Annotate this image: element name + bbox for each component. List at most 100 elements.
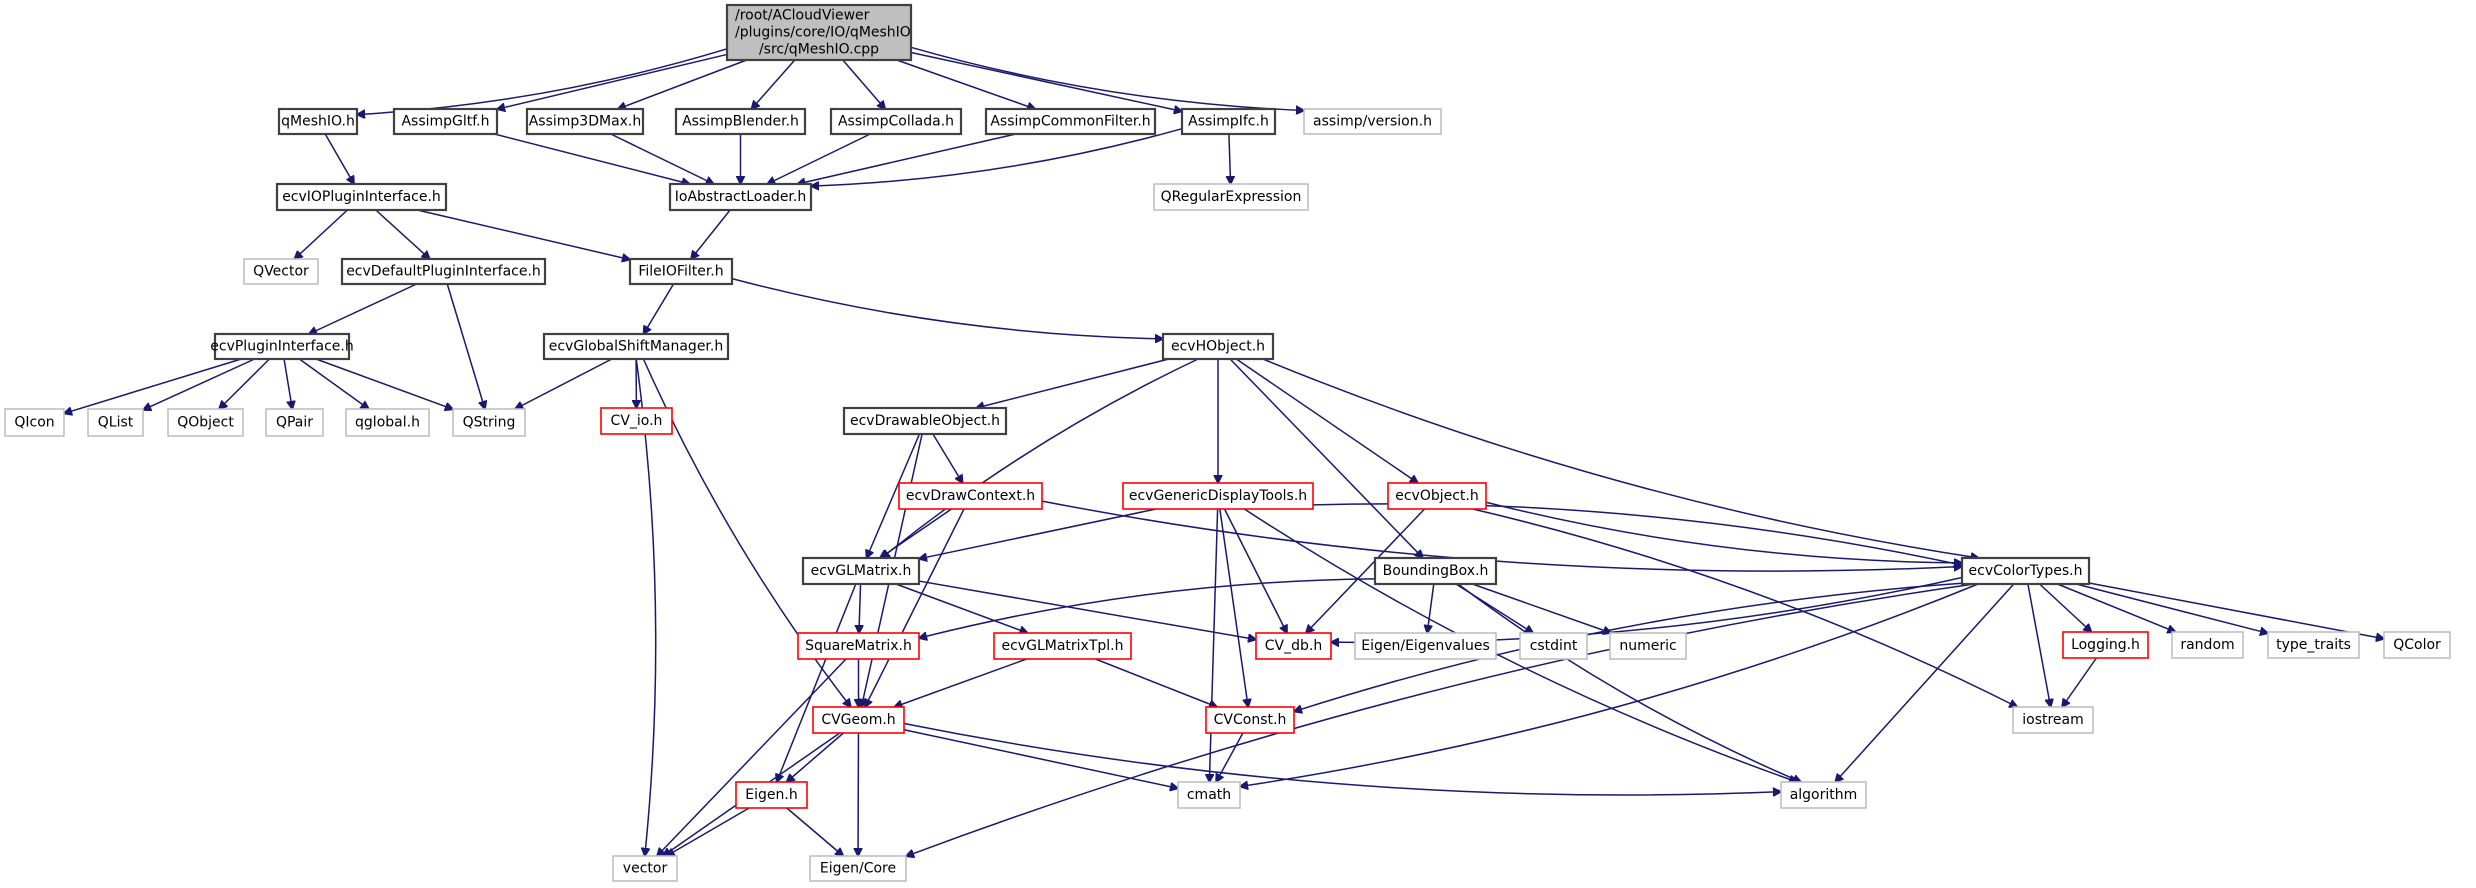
edge-root-to-assimpcollada-h bbox=[842, 59, 885, 109]
edge-ecvgenericdisplaytools-h-to-algorithm bbox=[1243, 508, 1797, 782]
node-box bbox=[392, 107, 499, 136]
node-eigen-h: Eigen.h bbox=[735, 781, 808, 809]
node-box bbox=[1373, 556, 1498, 586]
node-qcolor: QColor bbox=[2383, 631, 2451, 659]
node-label: AssimpCommonFilter.h bbox=[990, 114, 1150, 130]
edge-ecvcolortypes-h-to-algorithm bbox=[1835, 583, 2015, 782]
edge-cvgeom-h-to-cmath bbox=[903, 729, 1178, 789]
node-assimpcollada-h[interactable]: AssimpCollada.h bbox=[829, 107, 963, 136]
node-assimp3dmax-h[interactable]: Assimp3DMax.h bbox=[525, 107, 645, 136]
edge-cvgeom-h-to-algorithm bbox=[903, 722, 1781, 795]
node-ecvobject-h: ecvObject.h bbox=[1387, 482, 1487, 510]
node-ecvioplugininterface-h[interactable]: ecvIOPluginInterface.h bbox=[275, 182, 448, 212]
node-label: /src/qMeshIO.cpp bbox=[759, 42, 879, 58]
node-box bbox=[167, 408, 244, 437]
node-box bbox=[725, 3, 913, 62]
node-cv-io-h: CV_io.h bbox=[600, 407, 673, 435]
node-box bbox=[842, 406, 1008, 436]
node-label: QColor bbox=[2393, 637, 2441, 653]
node-ecvplugininterface-h[interactable]: ecvPluginInterface.h bbox=[210, 332, 354, 361]
edge-root-to-assimpcommonfilter-h bbox=[896, 59, 1035, 109]
node-box bbox=[1519, 632, 1588, 660]
node-label: FileIOFilter.h bbox=[638, 264, 723, 280]
node-box bbox=[1354, 632, 1497, 660]
edge-cvconst-h-to-cmath bbox=[1216, 732, 1244, 782]
node-box bbox=[1387, 482, 1487, 510]
node-assimpgltf-h[interactable]: AssimpGltf.h bbox=[392, 107, 499, 136]
node-qmeshio-h[interactable]: qMeshIO.h bbox=[277, 107, 359, 136]
node-label: QPair bbox=[276, 415, 313, 431]
edges-layer bbox=[64, 46, 2384, 856]
node-root[interactable]: /root/ACloudViewer/plugins/core/IO/qMesh… bbox=[725, 3, 913, 62]
node-eigen-eigenvalues: Eigen/Eigenvalues bbox=[1354, 632, 1497, 660]
node-cmath: cmath bbox=[1177, 781, 1241, 809]
node-box bbox=[4, 408, 65, 437]
node-ecvdrawableobject-h[interactable]: ecvDrawableObject.h bbox=[842, 406, 1008, 436]
node-box bbox=[243, 258, 319, 285]
edge-ecvobject-h-to-iostream bbox=[1472, 508, 2018, 707]
node-box bbox=[1960, 556, 2091, 586]
node-cvgeom-h: CVGeom.h bbox=[812, 706, 905, 734]
node-box bbox=[2062, 631, 2149, 659]
edge-logging-h-to-iostream bbox=[2062, 657, 2098, 707]
edge-ecvdrawcontext-h-to-ecvcolortypes-h bbox=[1041, 500, 1962, 572]
node-ecvglmatrixtpl-h: ecvGLMatrixTpl.h bbox=[993, 632, 1132, 660]
node-box bbox=[1780, 781, 1867, 809]
node-box bbox=[612, 855, 678, 882]
edge-ecvcolortypes-h-to-cmath bbox=[1240, 583, 1979, 786]
edge-ecvhobject-h-to-ecvcolortypes-h bbox=[1262, 358, 1979, 558]
edge-ecvcolortypes-h-to-type-traits bbox=[2075, 583, 2268, 633]
node-box bbox=[628, 257, 734, 286]
node-box bbox=[735, 781, 808, 809]
node-assimpblender-h[interactable]: AssimpBlender.h bbox=[674, 107, 807, 136]
node-random: random bbox=[2171, 631, 2244, 659]
node-fileiofilter-h[interactable]: FileIOFilter.h bbox=[628, 257, 734, 286]
node-qicon: QIcon bbox=[4, 408, 65, 437]
node-label: qMeshIO.h bbox=[281, 114, 355, 130]
node-label: ecvGLMatrix.h bbox=[811, 563, 912, 579]
node-ecvgenericdisplaytools-h: ecvGenericDisplayTools.h bbox=[1122, 482, 1314, 510]
edge-boundingbox-h-to-squarematrix-h bbox=[919, 578, 1376, 638]
node-label: QObject bbox=[177, 415, 234, 431]
edge-ecvhobject-h-to-ecvdrawableobject-h bbox=[976, 358, 1170, 408]
node-ecvhobject-h[interactable]: ecvHObject.h bbox=[1161, 332, 1275, 361]
node-label: ecvIOPluginInterface.h bbox=[282, 189, 441, 205]
node-ioabstractloader-h[interactable]: IoAbstractLoader.h bbox=[668, 182, 813, 212]
edge-ecvgenericdisplaytools-h-to-ecvglmatrix-h bbox=[919, 508, 1157, 559]
node-assimpifc-h[interactable]: AssimpIfc.h bbox=[1180, 107, 1277, 136]
edge-assimp3dmax-h-to-ioabstractloader-h bbox=[610, 133, 714, 184]
node-box bbox=[993, 632, 1132, 660]
node-qpair: QPair bbox=[265, 408, 324, 437]
edge-ecvioplugininterface-h-to-fileiofilter-h bbox=[417, 209, 630, 260]
edge-root-to-assimpgltf-h bbox=[497, 53, 728, 109]
node-box bbox=[809, 855, 907, 882]
edge-ecvdefaultplugininterface-h-to-qstring bbox=[446, 283, 485, 409]
node-box bbox=[1153, 183, 1309, 211]
node-box bbox=[2267, 631, 2360, 659]
node-cstdint: cstdint bbox=[1519, 632, 1588, 660]
node-qregularexpression: QRegularExpression bbox=[1153, 183, 1309, 211]
edge-ecvplugininterface-h-to-qglobal-h bbox=[298, 358, 368, 409]
node-ecvglmatrix-h[interactable]: ecvGLMatrix.h bbox=[801, 556, 921, 586]
node-label: IoAbstractLoader.h bbox=[675, 189, 806, 205]
node-box bbox=[275, 182, 448, 212]
node-boundingbox-h[interactable]: BoundingBox.h bbox=[1373, 556, 1498, 586]
node-assimpcommonfilter-h[interactable]: AssimpCommonFilter.h bbox=[984, 107, 1157, 136]
node-label: qglobal.h bbox=[355, 415, 420, 431]
node-box bbox=[265, 408, 324, 437]
edge-ecvdrawableobject-h-to-ecvdrawcontext-h bbox=[932, 433, 963, 483]
node-ecvdefaultplugininterface-h[interactable]: ecvDefaultPluginInterface.h bbox=[340, 257, 547, 286]
node-ecvglobalshiftmanager-h[interactable]: ecvGlobalShiftManager.h bbox=[542, 332, 730, 361]
node-type-traits: type_traits bbox=[2267, 631, 2360, 659]
node-ecvcolortypes-h[interactable]: ecvColorTypes.h bbox=[1960, 556, 2091, 586]
edge-ecvplugininterface-h-to-qpair bbox=[283, 358, 292, 409]
edge-ecvgenericdisplaytools-h-to-cvconst-h bbox=[1219, 508, 1248, 707]
edge-eigen-h-to-vector bbox=[667, 807, 750, 856]
node-box bbox=[213, 332, 351, 361]
node-label: QList bbox=[98, 415, 134, 431]
edge-ioabstractloader-h-to-fileiofilter-h bbox=[691, 209, 731, 259]
node-box bbox=[797, 632, 920, 660]
node-label: CVConst.h bbox=[1214, 712, 1287, 728]
edge-root-to-assimp3dmax-h bbox=[618, 59, 747, 109]
node-box bbox=[984, 107, 1157, 136]
